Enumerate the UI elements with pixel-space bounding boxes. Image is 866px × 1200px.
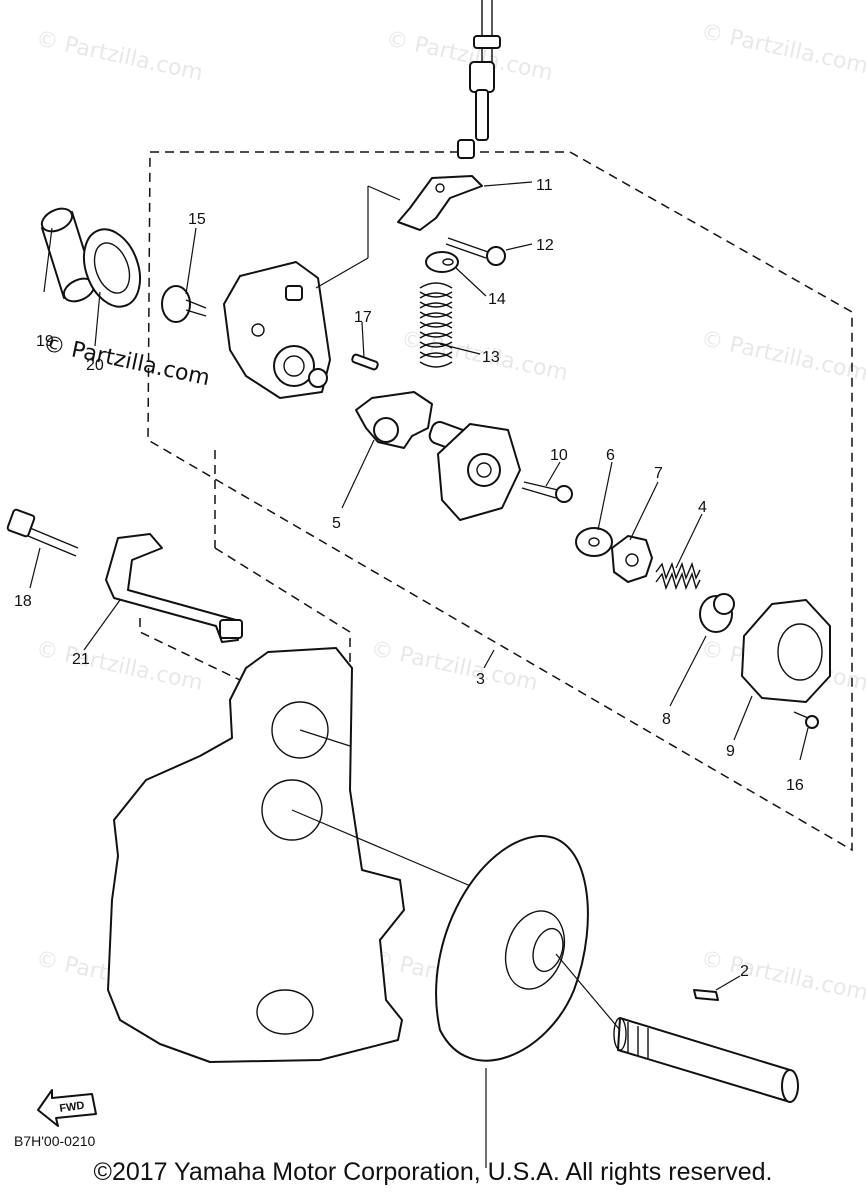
washer-part-15 xyxy=(161,285,207,323)
callout-label: 3 xyxy=(476,671,485,688)
callout-label: 17 xyxy=(354,309,372,326)
watermark-prominent: © Partzilla.com xyxy=(41,331,212,391)
watermark: © Partzilla.com xyxy=(34,26,205,86)
callout-label: 10 xyxy=(550,447,568,464)
crankcase-outline xyxy=(107,647,481,1063)
callout-label: 16 xyxy=(786,777,804,794)
pulley-part-1 xyxy=(435,834,589,1062)
callout-label: 4 xyxy=(698,499,707,516)
callout-label: 9 xyxy=(726,743,735,760)
spring-part-4 xyxy=(655,561,701,591)
callout-label: 15 xyxy=(188,211,206,228)
bolt-part-10 xyxy=(521,481,573,503)
callout-label: 14 xyxy=(488,291,506,308)
callout-label: 5 xyxy=(332,515,341,532)
roller-part-20 xyxy=(82,228,142,308)
callout-label: 12 xyxy=(536,237,554,254)
cam-part-5 xyxy=(355,391,433,449)
bracket-part-21 xyxy=(105,533,243,643)
watermark: © Partzilla.com xyxy=(699,19,866,79)
callout-label: 13 xyxy=(482,349,500,366)
callout-label: 19 xyxy=(36,333,54,350)
assembly-guide xyxy=(139,618,241,681)
callout-label: 2 xyxy=(740,963,749,980)
cover-part-3 xyxy=(428,421,521,521)
gear-part-7 xyxy=(611,535,653,583)
collar-part-14 xyxy=(425,251,459,273)
callout-label: 7 xyxy=(654,465,663,482)
shaft-part xyxy=(555,953,799,1103)
callout-label: 8 xyxy=(662,711,671,728)
pin-part-17 xyxy=(351,353,379,371)
bolt-part-18 xyxy=(6,508,79,557)
spring-part-13 xyxy=(419,282,453,368)
assembly-boundary xyxy=(147,151,853,852)
fwd-label: FWD xyxy=(59,1100,86,1115)
roller-part-19 xyxy=(40,207,96,303)
bolt-part-12 xyxy=(445,237,506,266)
callout-label: 6 xyxy=(606,447,615,464)
callout-label: 18 xyxy=(14,593,32,610)
leader-lines xyxy=(29,181,809,1168)
callout-labels: 11 12 15 14 13 17 10 6 7 4 5 18 21 3 8 9… xyxy=(14,177,804,980)
cable-part xyxy=(457,0,501,159)
reference-code: B7H'00-0210 xyxy=(14,1133,96,1149)
callout-label: 21 xyxy=(72,651,90,668)
copyright-notice: ©2017 Yamaha Motor Corporation, U.S.A. A… xyxy=(93,1158,773,1186)
screw-part-16 xyxy=(793,711,819,729)
watermark: © Partzilla.com xyxy=(699,946,866,1006)
key-part-2 xyxy=(693,989,719,1001)
cap-part-9 xyxy=(741,599,831,703)
lever-part-11 xyxy=(397,175,483,231)
watermark: © Partzilla.com xyxy=(34,636,205,696)
governor-housing xyxy=(223,185,401,399)
watermark: © Partzilla.com xyxy=(699,326,866,386)
watermark: © Partzilla.com xyxy=(369,636,540,696)
bushing-part-8 xyxy=(699,593,735,633)
washer-part-6 xyxy=(575,527,613,557)
callout-label: 11 xyxy=(536,177,553,194)
callout-label: 20 xyxy=(86,357,104,374)
fwd-arrow-icon: FWD xyxy=(37,1089,97,1127)
